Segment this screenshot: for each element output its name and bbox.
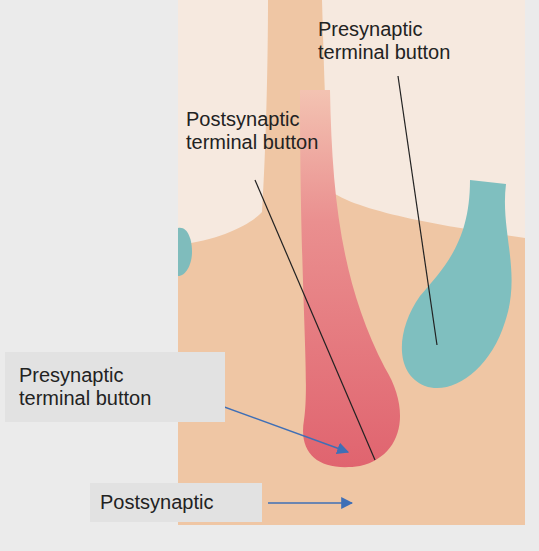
neuron-body [178, 0, 525, 525]
background-panel [178, 0, 525, 525]
part-label: Presynaptic terminal button [318, 18, 498, 64]
part-label: Postsynaptic terminal button [186, 108, 361, 154]
callout-box: Presynaptic terminal button [5, 352, 225, 422]
leader-line [398, 76, 437, 345]
leader-line [255, 180, 375, 460]
pointer-arrow [268, 502, 352, 504]
callout-box: Postsynaptic [90, 483, 262, 522]
teal-fragment [178, 228, 192, 276]
callout-text: Postsynaptic [100, 491, 213, 514]
callout-text: Presynaptic terminal button [19, 364, 189, 410]
presynaptic-terminal [402, 180, 512, 388]
